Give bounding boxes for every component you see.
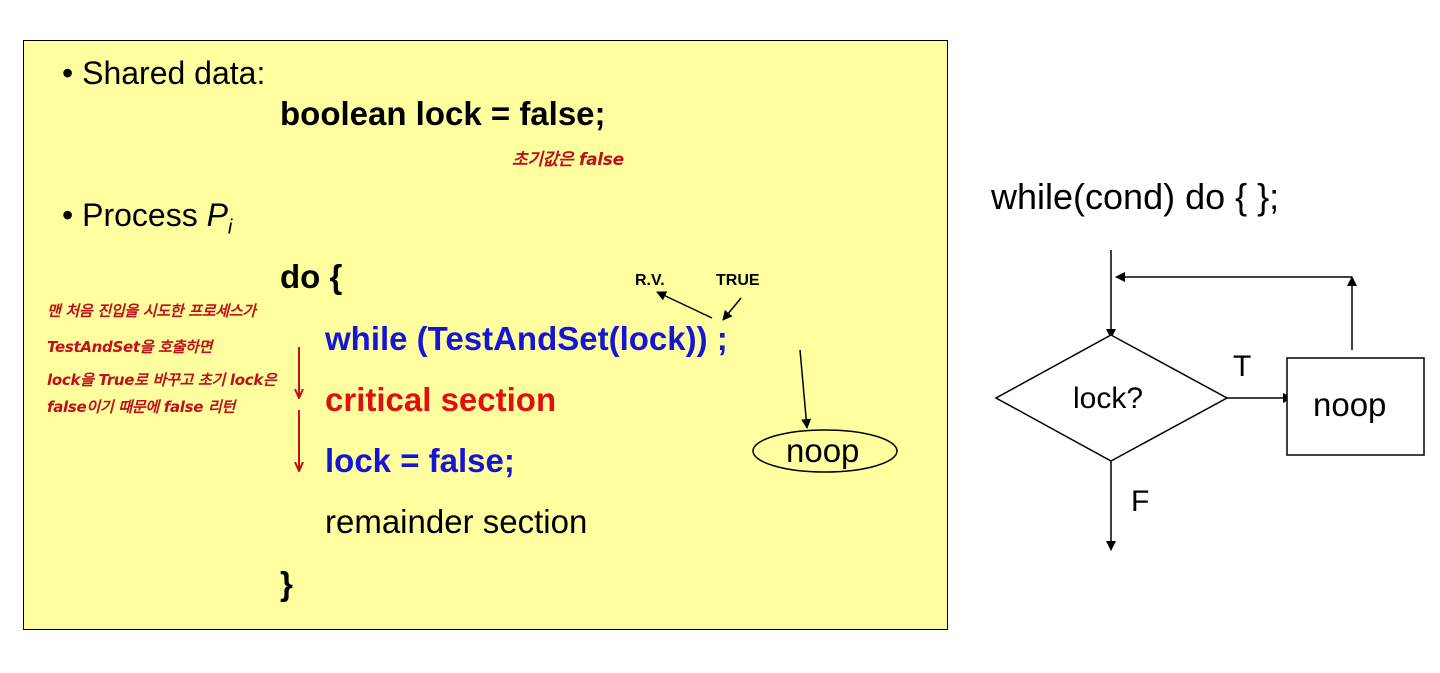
close-brace: } <box>280 565 293 602</box>
side-note-line-4: false이기 때문에 false 리턴 <box>47 398 236 416</box>
true-arrow <box>722 297 742 321</box>
slide-box <box>23 40 948 630</box>
noop-ellipse <box>752 429 898 473</box>
lock-false-line: lock = false; <box>325 442 515 479</box>
flow-true-label: T <box>1233 350 1252 383</box>
side-note-line-2: TestAndSet을 호출하면 <box>47 338 213 356</box>
side-note-line-3: lock을 True로 바꾸고 초기 lock은 <box>47 371 277 389</box>
noop-arrow <box>799 349 812 429</box>
process-label: • Process Pi <box>62 197 233 239</box>
process-sub: i <box>227 216 233 239</box>
decision-label: lock? <box>1073 382 1144 415</box>
process-var: P <box>206 197 228 233</box>
noop-box <box>1286 357 1425 456</box>
flow-title: while(cond) do { }; <box>991 176 1280 217</box>
shared-data-label: • Shared data: <box>62 55 266 91</box>
while-line: while (TestAndSet(lock)) ; <box>325 320 728 357</box>
noop-box-label: noop <box>1313 386 1387 423</box>
shared-data-code: boolean lock = false; <box>280 95 606 132</box>
flow-false-label: F <box>1131 485 1150 518</box>
rv-label: R.V. <box>635 272 665 289</box>
do-open: do { <box>280 258 343 295</box>
side-note-line-1: 맨 처음 진입을 시도한 프로세스가 <box>47 302 256 320</box>
critical-section: critical section <box>325 381 557 418</box>
noop-ellipse-label: noop <box>786 432 860 469</box>
remainder-section: remainder section <box>325 503 588 540</box>
init-value-note: 초기값은 false <box>512 150 624 170</box>
true-label: TRUE <box>716 272 760 289</box>
rv-arrow <box>656 291 713 319</box>
